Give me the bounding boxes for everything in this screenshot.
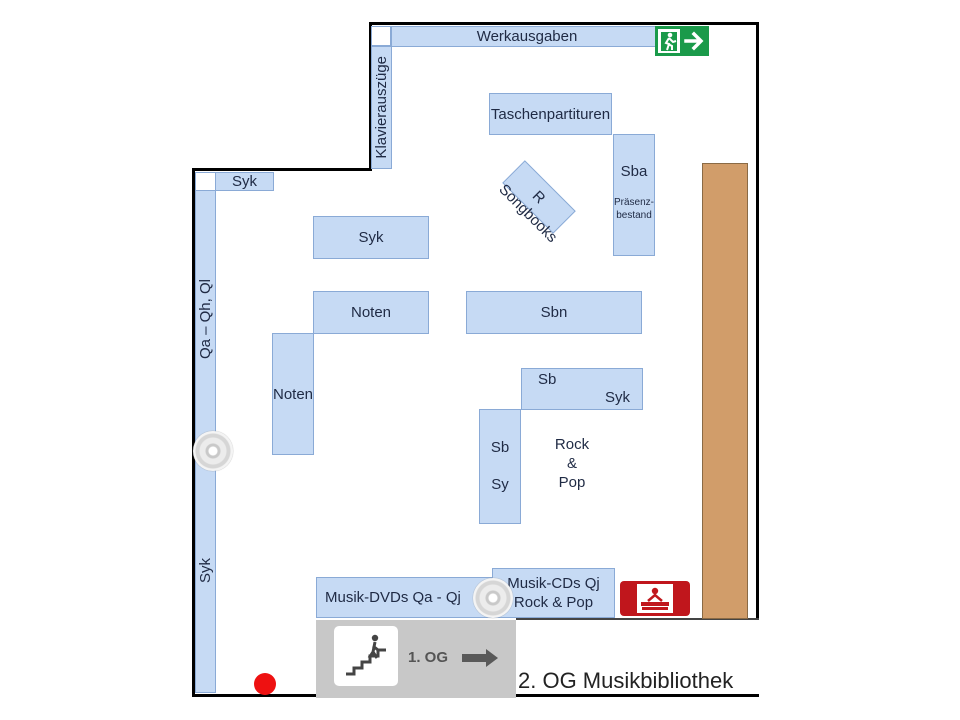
shelf-syk-top-left: Syk [215,172,274,191]
shelf-werkausgaben: Werkausgaben [391,26,663,47]
shelf-musik-cds-line2: Rock & Pop [513,594,594,611]
location-dot-icon [254,673,276,695]
shelf-sba: Sba Präsenz- bestand [613,134,655,256]
shelf-sb-label: Sb [538,371,557,388]
shelf-qa-qh-ql-label: Qa – Qh, Ql [197,278,214,360]
corner-box-left [195,172,216,191]
information-desk-icon [620,581,690,616]
shelf-sb-v-label: Sb [490,439,510,456]
corner-box [371,26,391,46]
service-counter [702,163,748,619]
cd-icon-bottom [473,578,513,618]
shelf-syk-label: Syk [605,389,631,406]
shelf-r-label: R [529,187,549,207]
shelf-sbn: Sbn [466,291,642,334]
wall-notch-vertical [369,22,372,170]
shelf-qa-qh-ql: Qa – Qh, Ql [195,190,216,448]
shelf-musik-cds: Musik-CDs Qj Rock & Pop [492,568,615,618]
wall-right [756,22,759,620]
cd-icon-left [193,431,233,471]
shelf-klavierauszuege: Klavierauszüge [371,46,392,169]
shelf-sba-note: Präsenz- bestand [614,197,655,221]
wall-bottom-right [516,618,759,620]
shelf-klavierauszuege-label: Klavierauszüge [373,56,390,159]
stairs-icon [334,626,398,686]
shelf-sb-syk-horizontal: Sb Syk [521,368,643,410]
shelf-taschenpartituren: Taschenpartituren [489,93,612,135]
wall-bottom [192,694,316,697]
shelf-syk-center: Syk [313,216,429,259]
wall-left [192,168,195,697]
wall-bottom-far [516,694,759,697]
shelf-syk-left-bottom-label: Syk [197,557,214,583]
shelf-sb-sy-vertical: Sb Sy [479,409,521,524]
arrow-right-icon [462,649,498,667]
shelf-musik-cds-line1: Musik-CDs Qj [507,575,600,592]
shelf-sba-label: Sba [620,163,648,180]
exit-icon [655,26,709,56]
shelf-syk-left-bottom: Syk [195,448,216,693]
rock-pop-label: Rock & Pop [554,436,590,491]
wall-notch-horizontal [192,168,372,171]
shelf-sy-v-label: Sy [491,476,509,493]
shelf-noten-horizontal: Noten [313,291,429,334]
page-title: 2. OG Musikbibliothek [518,668,734,693]
shelf-noten-vertical: Noten [272,333,314,455]
shelf-musik-dvds: Musik-DVDs Qa - Qj [316,577,492,618]
wall-top [369,22,759,25]
stairs-label: 1. OG [408,649,449,666]
